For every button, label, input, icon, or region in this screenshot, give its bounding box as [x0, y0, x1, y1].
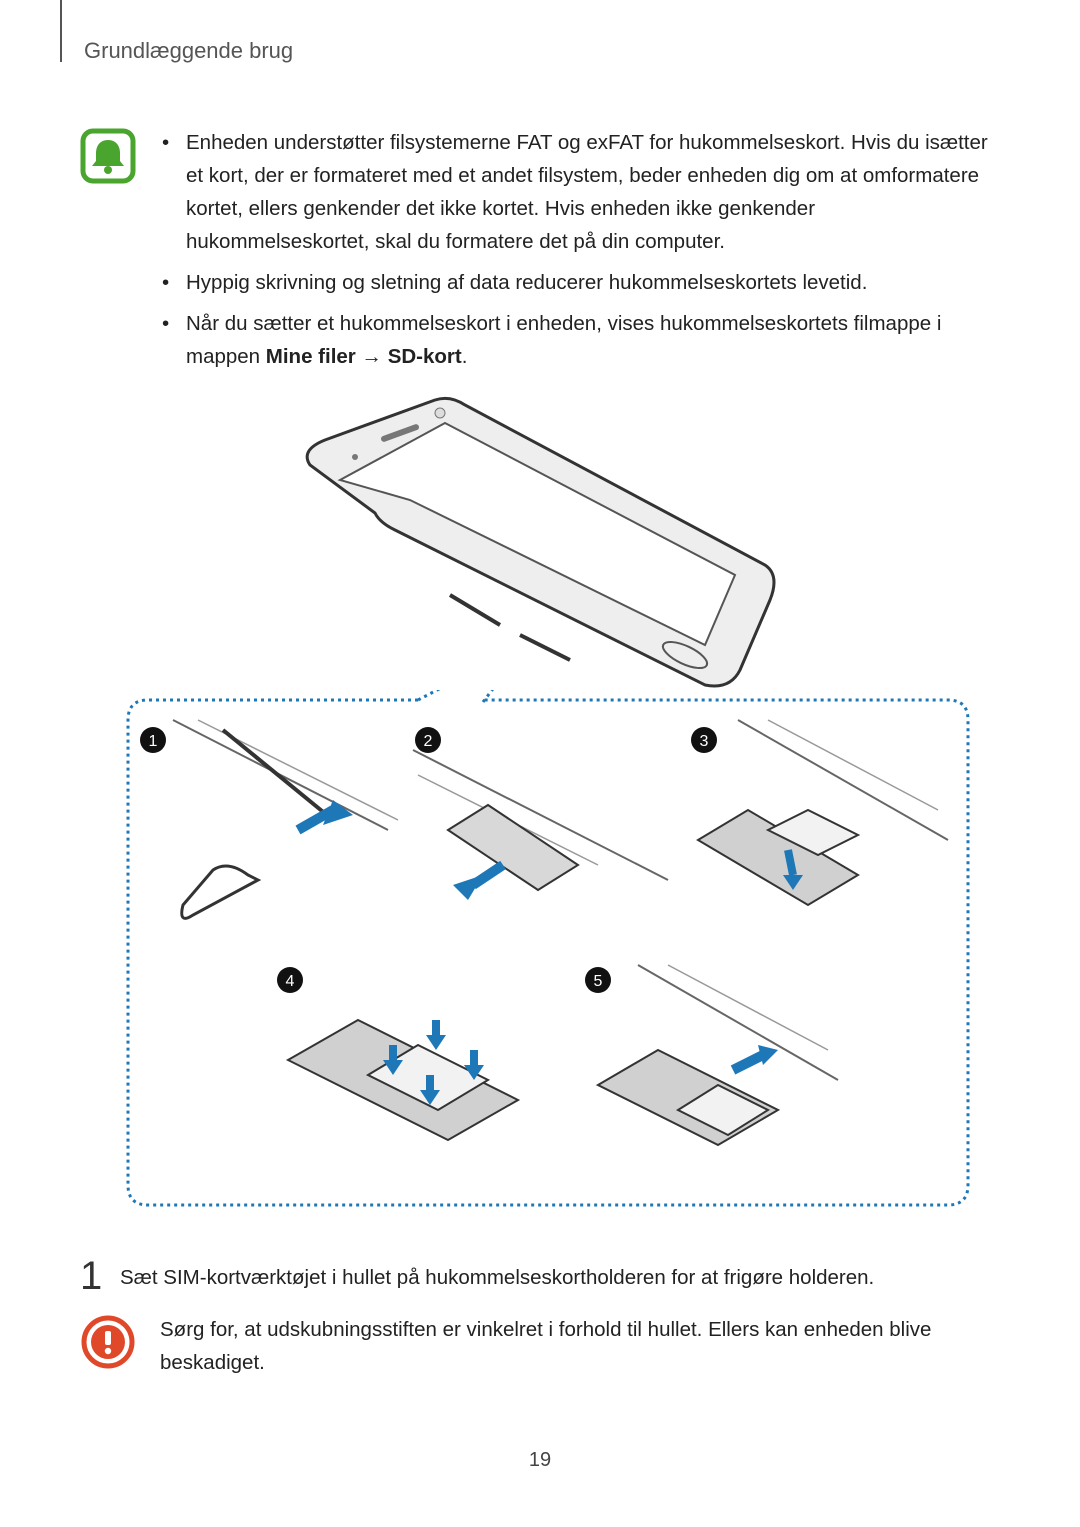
note-bullet: • Enheden understøtter filsystemerne FAT…	[160, 126, 1000, 258]
phone-illustration	[305, 396, 776, 688]
bell-icon	[80, 128, 136, 184]
bullet-dot: •	[162, 312, 170, 335]
bullet-suffix: .	[461, 345, 468, 368]
step-3-panel	[696, 719, 949, 907]
note-bullet-text: Enheden understøtter filsystemerne FAT o…	[186, 131, 988, 253]
step-badge-label: 3	[700, 733, 709, 750]
step-badge-label: 5	[594, 973, 603, 990]
step-badge-4: 4	[277, 967, 303, 993]
note-bullet-text: Når du sætter et hukommelseskort i enhed…	[186, 312, 942, 368]
caution-icon	[81, 1315, 135, 1369]
step-text: Sæt SIM-kortværktøjet i hullet på hukomm…	[120, 1266, 875, 1289]
step-badge-1: 1	[140, 727, 166, 753]
menu-path-sd-kort: SD-kort	[387, 345, 462, 368]
menu-arrow: →	[361, 345, 382, 368]
page-section-title: Grundlæggende brug	[84, 38, 294, 63]
note-bullet: • Hyppig skrivning og sletning af data r…	[160, 266, 1000, 299]
page-number: 19	[528, 1449, 552, 1471]
sim-tray-steps-illustration: 1 2 3 4 5	[126, 690, 970, 1207]
step-4-panel	[285, 1018, 521, 1142]
step-badge-label: 4	[286, 973, 295, 990]
caution-text: Sørg for, at udskubningsstiften er vinke…	[160, 1318, 932, 1374]
step-badge-label: 2	[424, 733, 433, 750]
note-bullet-list: • Enheden understøtter filsystemerne FAT…	[160, 126, 1000, 381]
step-badge-3: 3	[691, 727, 717, 753]
step-number: 1	[80, 1254, 103, 1298]
step-badge-2: 2	[415, 727, 441, 753]
step-badge-label: 1	[149, 733, 158, 750]
step-2-panel	[412, 749, 669, 900]
note-bullet-text: Hyppig skrivning og sletning af data red…	[186, 271, 868, 294]
header-rule	[60, 0, 62, 62]
bullet-dot: •	[162, 131, 170, 154]
note-bullet: • Når du sætter et hukommelseskort i enh…	[160, 307, 1000, 373]
bullet-dot: •	[162, 271, 170, 294]
step-1-panel	[172, 719, 399, 920]
step-5-panel	[595, 964, 839, 1147]
menu-path-mine-filer: Mine filer	[265, 345, 356, 368]
step-badge-5: 5	[585, 967, 611, 993]
